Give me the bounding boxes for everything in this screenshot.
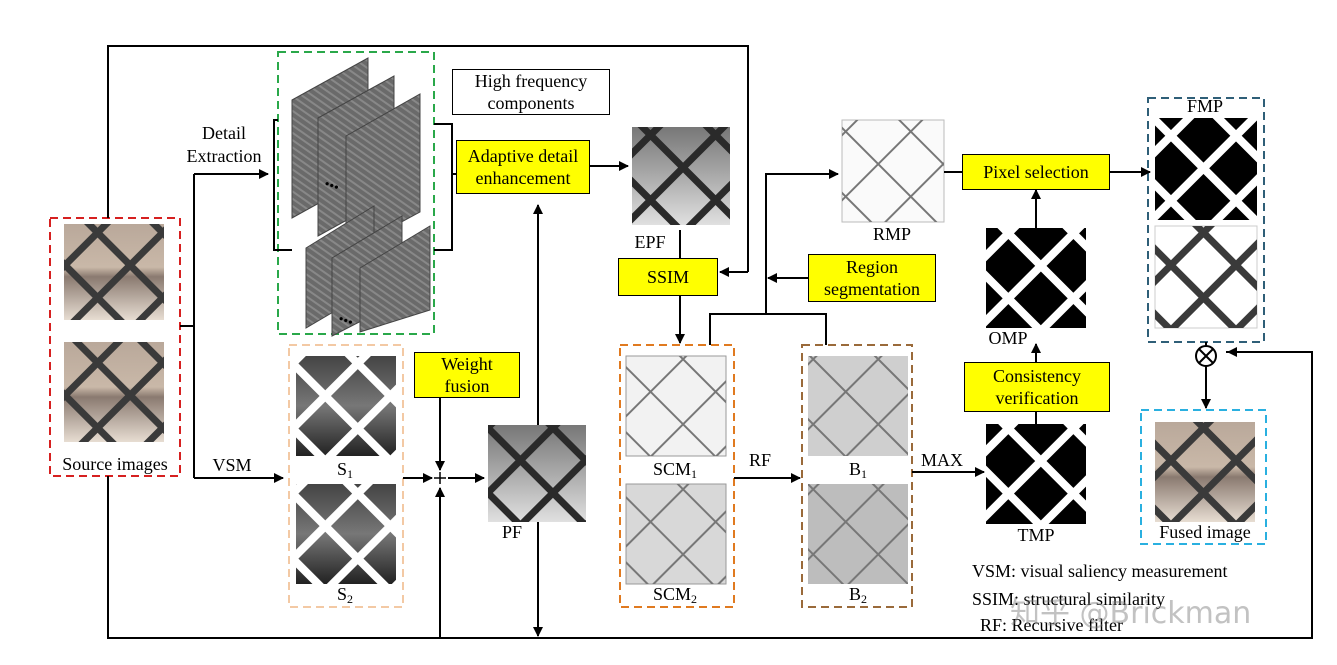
region-segmentation-box: Region segmentation bbox=[808, 254, 936, 302]
ssim-box: SSIM bbox=[618, 258, 718, 296]
scm1-image bbox=[625, 355, 727, 457]
saliency-group bbox=[288, 344, 404, 608]
consistency-line-1: Consistency bbox=[993, 366, 1081, 386]
fmp-label: FMP bbox=[1186, 96, 1224, 116]
weight-line-2: fusion bbox=[444, 376, 490, 396]
saliency-map-s1 bbox=[296, 356, 396, 456]
region-line-1: Region bbox=[846, 257, 898, 277]
multiply-operator-icon bbox=[1195, 345, 1217, 367]
s2-label: S2 bbox=[336, 584, 354, 606]
legend-ssim: SSIM: structural similarity bbox=[972, 589, 1165, 609]
scm2-image bbox=[625, 483, 727, 585]
high-frequency-stack-2 bbox=[305, 205, 431, 337]
max-label: MAX bbox=[920, 450, 964, 470]
adaptive-line-1: Adaptive detail bbox=[467, 146, 579, 166]
scm2-label: SCM2 bbox=[652, 584, 698, 606]
pf-image bbox=[488, 425, 586, 522]
fused-image-label: Fused image bbox=[1159, 522, 1251, 542]
ssim-label: SSIM bbox=[646, 267, 690, 287]
omp-image bbox=[986, 228, 1086, 328]
pixel-selection-box: Pixel selection bbox=[962, 154, 1110, 190]
fmp-image-1 bbox=[1155, 118, 1257, 220]
fusion-junction bbox=[434, 472, 446, 484]
s1-label: S1 bbox=[336, 459, 354, 481]
scm1-label: SCM1 bbox=[652, 459, 698, 481]
detail-extraction-label-2: Extraction bbox=[186, 146, 262, 166]
b1-image bbox=[808, 356, 908, 456]
b2-label: B2 bbox=[848, 584, 868, 606]
epf-image bbox=[632, 127, 730, 225]
source-images-group bbox=[49, 217, 181, 477]
source-image-1 bbox=[64, 224, 164, 320]
legend-vsm: VSM: visual saliency measurement bbox=[972, 561, 1228, 581]
watermark: 知乎 @Brickman bbox=[1010, 596, 1252, 631]
adaptive-detail-enhancement-box: Adaptive detail enhancement bbox=[456, 140, 590, 194]
scm-group bbox=[619, 344, 735, 608]
high-frequency-components-box: High frequency components bbox=[452, 69, 610, 115]
detail-extraction-label-1: Detail bbox=[202, 123, 246, 143]
high-frequency-group bbox=[277, 51, 435, 335]
fmp-image-2 bbox=[1154, 225, 1258, 329]
pixel-selection-label: Pixel selection bbox=[983, 162, 1089, 182]
b1-label: B1 bbox=[848, 459, 868, 481]
tmp-label: TMP bbox=[1017, 525, 1055, 545]
saliency-map-s2 bbox=[296, 484, 396, 584]
fused-image bbox=[1155, 422, 1255, 522]
adaptive-line-2: enhancement bbox=[475, 168, 571, 188]
pf-label: PF bbox=[501, 522, 523, 542]
rmp-image bbox=[841, 119, 945, 223]
high-frequency-line-1: High frequency bbox=[474, 71, 588, 91]
high-frequency-line-2: components bbox=[487, 93, 575, 113]
vsm-label: VSM bbox=[212, 455, 252, 475]
tmp-image bbox=[986, 424, 1086, 524]
rf-label: RF bbox=[748, 450, 772, 470]
connector-lines bbox=[107, 45, 1313, 639]
region-line-2: segmentation bbox=[824, 279, 920, 299]
source-images-label: Source images bbox=[62, 454, 168, 474]
weight-line-1: Weight bbox=[441, 354, 493, 374]
epf-label: EPF bbox=[634, 232, 666, 252]
consistency-verification-box: Consistency verification bbox=[964, 362, 1110, 412]
consistency-line-2: verification bbox=[995, 388, 1079, 408]
b-group bbox=[801, 344, 913, 608]
rmp-label: RMP bbox=[872, 224, 912, 244]
omp-label: OMP bbox=[988, 328, 1028, 348]
source-image-2 bbox=[64, 342, 164, 442]
b2-image bbox=[808, 484, 908, 584]
legend-rf: RF: Recursive filter bbox=[980, 615, 1123, 635]
weight-fusion-box: Weight fusion bbox=[414, 352, 520, 398]
